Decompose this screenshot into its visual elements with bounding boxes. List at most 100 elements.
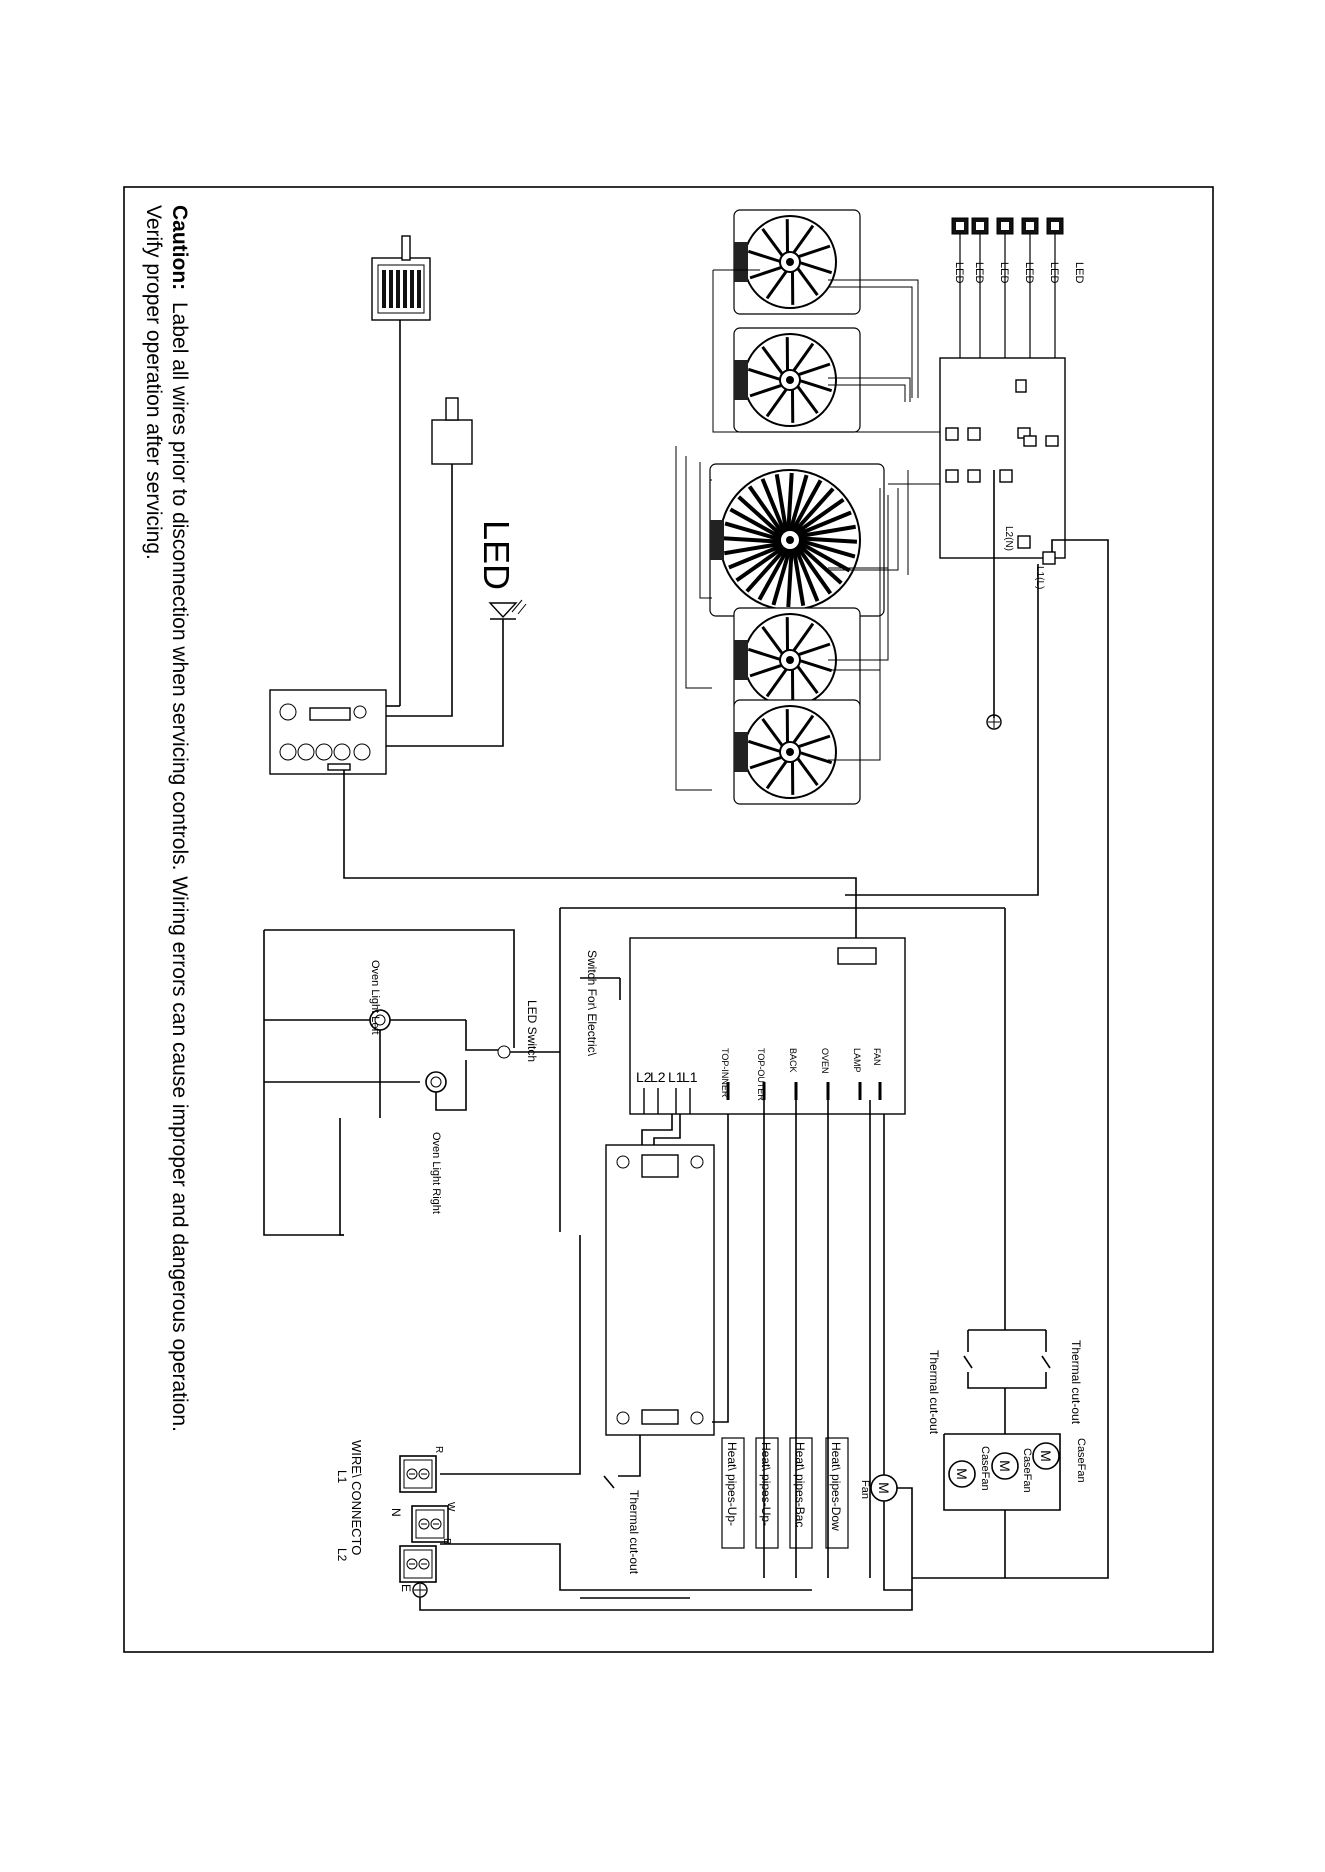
switch-terminal-oven: OVEN: [820, 1048, 830, 1100]
encoder-pin: [396, 270, 400, 308]
heat-pipe-label: Heat\ pipes-Up-: [759, 1442, 773, 1526]
buzzer: [386, 397, 473, 717]
led-label: LED: [973, 262, 985, 283]
terminal-l1l: L1(L): [1034, 566, 1045, 589]
switch-terminal-fan: FAN: [872, 1048, 882, 1100]
main-thermal-cutout: Thermal cut-out: [603, 1435, 641, 1575]
caution-note: Caution: Label all wires prior to discon…: [142, 205, 191, 1432]
control-button: [279, 743, 297, 761]
switch-board-wiring: [641, 1100, 871, 1578]
svg-text:FAN: FAN: [872, 1048, 882, 1066]
led-switch-symbol: [497, 1045, 511, 1059]
led-switch-label: LED Switch: [525, 1000, 539, 1062]
rotary-encoder: [371, 235, 431, 707]
led-indicator-2: LED: [971, 217, 989, 360]
case-fan-label: CaseFan: [1075, 1438, 1087, 1483]
heat-pipes: Heat\ pipes-Dow Heat\ pipes-Bac Heat\ pipe…: [721, 1437, 849, 1549]
control-led-label: LED: [476, 520, 517, 590]
encoder-pin: [382, 270, 386, 308]
switch-terminal-top-outer: TOP-OUTER: [756, 1048, 766, 1101]
heat-pipe-label: Heat\ pipes-Up-: [725, 1442, 739, 1526]
caution-line-2: Verify proper operation after servicing.: [142, 205, 165, 560]
line-terminal-l2: L2: [650, 1069, 666, 1085]
burner-wiring: [675, 269, 940, 791]
fan-motor-icon: [1032, 1442, 1060, 1470]
oven-light-right-lamp: [425, 1071, 447, 1093]
caution-line-1: Label all wires prior to disconnection w…: [168, 302, 191, 1432]
connector-terminal-1: [399, 1455, 437, 1493]
wire-connector: L1 N L2 E R W B WIRE\ CONNECTO: [335, 1235, 913, 1611]
oven-fan: M Fan: [859, 1114, 913, 1591]
svg-text:Caution: Label all wires: Caution: Label all wires prior to discon…: [168, 205, 191, 1432]
ground-symbol: [986, 714, 1002, 730]
svg-text:M: M: [876, 1482, 892, 1494]
control-button: [333, 743, 351, 761]
thermal-and-fans: Thermal cut-out Thermal cut-out M CaseFan…: [927, 908, 1087, 1578]
connector-terminal-2: [411, 1505, 449, 1543]
line-terminal-l1: L1: [668, 1069, 684, 1085]
switch-board: Switch For\ Electric\ FAN LAMP OVEN BACK TOP…: [580, 937, 906, 1115]
connector-n: N: [389, 1508, 403, 1517]
led-label: LED: [1023, 262, 1035, 283]
oven-light-right-label: Oven Light Right: [430, 1132, 442, 1214]
oven-light-circuit: Oven Light Left Oven Light Right LED Swi…: [263, 907, 1005, 1236]
switch-terminal-lamp: LAMP: [852, 1048, 862, 1100]
burner-5: [733, 699, 861, 805]
thermal-cutout-main-label: Thermal cut-out: [627, 1490, 641, 1575]
control-knob: [279, 703, 297, 721]
connector-terminal-3: [399, 1545, 437, 1583]
led-junction-board: [939, 357, 1066, 559]
burner-group: [709, 209, 885, 805]
heat-pipe-1: Heat\ pipes-Dow: [825, 1437, 849, 1549]
svg-text:LAMP: LAMP: [852, 1048, 862, 1073]
heat-pipe-label: Heat\ pipes-Bac: [793, 1442, 807, 1527]
control-led-symbol: [386, 599, 527, 747]
svg-text:TOP-INNER: TOP-INNER: [720, 1048, 730, 1098]
svg-text:M: M: [1038, 1450, 1054, 1462]
connector-title: WIRE\ CONNECTO: [349, 1440, 364, 1555]
encoder-pin: [389, 270, 393, 308]
power-supply-module: [605, 1144, 715, 1436]
svg-text:TOP-OUTER: TOP-OUTER: [756, 1048, 766, 1101]
connector-e: E: [399, 1584, 413, 1592]
encoder-pin: [410, 270, 414, 308]
case-fan-label: CaseFan: [979, 1446, 991, 1491]
case-fan-3: M CaseFan: [948, 1446, 991, 1491]
connector-l1: L1: [335, 1470, 349, 1484]
heat-pipe-label: Heat\ pipes-Dow: [829, 1442, 843, 1531]
oven-light-left-label: Oven Light Left: [369, 960, 381, 1035]
thermal-cutout-bottom: Thermal cut-out: [927, 1350, 941, 1435]
encoder-pin: [403, 270, 407, 308]
led-label: LED: [1073, 262, 1085, 283]
switch-board-title: Switch For\ Electric\: [585, 950, 599, 1057]
heat-pipe-4: Heat\ pipes-Up-: [721, 1437, 745, 1549]
line-terminal-l2: L2: [636, 1069, 652, 1085]
led-indicator-4: LED: [1021, 217, 1039, 360]
heat-pipe-2: Heat\ pipes-Bac: [789, 1437, 813, 1549]
burner-2: [733, 327, 861, 433]
thermal-cutout-top: Thermal cut-out: [1069, 1340, 1083, 1425]
control-button: [297, 743, 315, 761]
switch-terminal-back: BACK: [788, 1048, 798, 1100]
fan-motor-icon: [991, 1452, 1019, 1480]
terminal-l2n: L2(N): [1003, 526, 1014, 551]
oven-fan-label: Fan: [859, 1480, 871, 1499]
burner-1: [733, 209, 861, 315]
control-indicator: [353, 705, 367, 719]
led-indicator-5: LED: [1046, 217, 1064, 360]
case-fan-2: M CaseFan: [991, 1448, 1033, 1493]
case-fan-1: M CaseFan: [1032, 1438, 1087, 1483]
case-fan-label: CaseFan: [1021, 1448, 1033, 1493]
svg-text:M: M: [997, 1460, 1013, 1472]
connector-w: W: [445, 1502, 456, 1512]
svg-text:LED: LED: [476, 520, 517, 590]
burner-4: [733, 607, 861, 713]
led-label: LED: [998, 262, 1010, 283]
control-button: [353, 743, 371, 761]
connector-b: B: [441, 1538, 452, 1545]
caution-heading: Caution:: [168, 205, 191, 290]
svg-text:M: M: [954, 1468, 970, 1480]
led-indicator-3: LED: [996, 217, 1014, 360]
